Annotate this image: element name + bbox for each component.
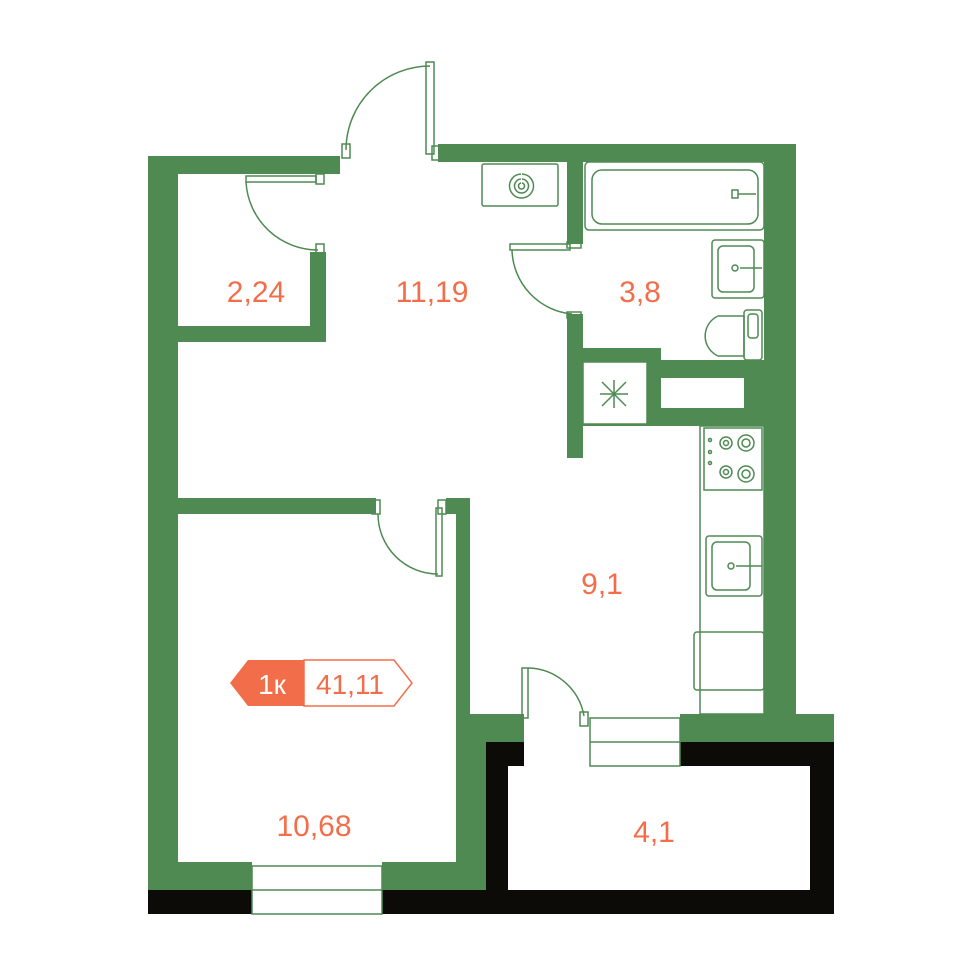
fridge xyxy=(693,631,765,691)
sink-icon xyxy=(481,163,559,207)
area-label-hall: 11,19 xyxy=(396,276,469,309)
balcony-door-frame xyxy=(589,717,681,767)
exterior-walls xyxy=(148,742,834,914)
badge-area-bg xyxy=(303,659,413,707)
toilet-icon xyxy=(704,309,763,361)
kitchen-sink-icon xyxy=(705,535,763,597)
bedroom-door xyxy=(371,499,447,577)
entrance-door xyxy=(341,61,441,161)
storage-door xyxy=(245,173,325,255)
area-label-bedroom: 10,68 xyxy=(276,810,351,843)
apartment-badge: 1к 41,11 xyxy=(230,659,413,707)
bathroom-door xyxy=(509,241,582,319)
washbasin-icon xyxy=(711,239,765,299)
window-bedroom xyxy=(251,865,383,915)
area-label-balcony: 4,1 xyxy=(633,816,675,849)
kitchen-counter xyxy=(699,425,765,715)
ventilation-icon xyxy=(582,361,648,425)
area-label-kitchen: 9,1 xyxy=(581,568,623,601)
badge-rooms: 1к xyxy=(258,669,287,700)
badge-total-area: 41,11 xyxy=(316,669,384,700)
balcony-door xyxy=(521,667,589,727)
badge-rooms-bg xyxy=(230,660,304,706)
area-label-bathroom: 3,8 xyxy=(619,276,661,309)
bathtub-icon xyxy=(584,161,765,231)
area-label-storage: 2,24 xyxy=(227,276,285,309)
stove-icon xyxy=(703,427,763,491)
interior-walls xyxy=(148,144,834,890)
